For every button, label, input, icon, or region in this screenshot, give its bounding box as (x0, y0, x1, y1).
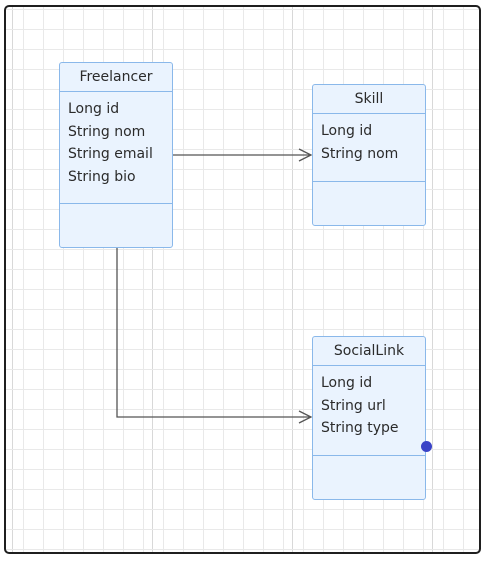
attribute: Long id (68, 101, 120, 117)
class-skill[interactable]: Skill Long id String nom (312, 84, 426, 226)
class-name: Freelancer (60, 63, 172, 92)
attribute: String nom (321, 145, 399, 162)
attribute: String bio (68, 168, 136, 185)
attribute: String nom (68, 123, 146, 140)
class-sociallink[interactable]: SocialLink Long id String url String typ… (312, 336, 426, 500)
class-name: Skill (313, 85, 425, 114)
attribute: String type (321, 420, 399, 436)
attribute: String email (68, 146, 153, 162)
class-name: SocialLink (313, 337, 425, 366)
class-freelancer[interactable]: Freelancer Long id String nom String ema… (59, 62, 173, 248)
attribute: Long id (321, 375, 373, 391)
attribute: Long id (321, 123, 373, 139)
attribute: String url (321, 397, 386, 414)
attributes-section: Long id String url String type (313, 366, 425, 456)
attributes-section: Long id String nom String email String b… (60, 92, 172, 204)
attributes-section: Long id String nom (313, 114, 425, 182)
connection-handle[interactable] (421, 441, 432, 452)
